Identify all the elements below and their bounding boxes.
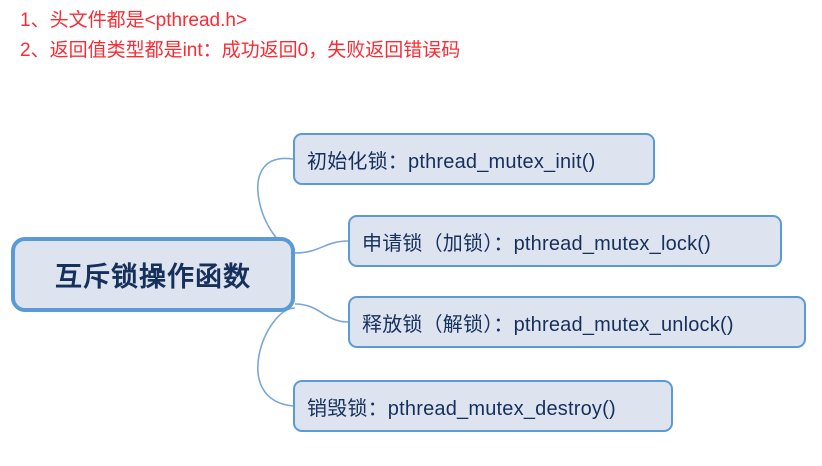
branch-node-unlock[interactable]: 释放锁（解锁）：pthread_mutex_unlock() xyxy=(348,296,806,348)
note-line-return-value: 2、返回值类型都是int：成功返回0，失败返回错误码 xyxy=(20,40,461,61)
connector-line-1 xyxy=(294,240,349,254)
branch-node-label: 初始化锁：pthread_mutex_init() xyxy=(307,150,596,173)
branch-node-destroy[interactable]: 销毁锁：pthread_mutex_destroy() xyxy=(293,380,673,432)
root-node[interactable]: 互斥锁操作函数 xyxy=(11,237,295,312)
connector-line-0 xyxy=(257,157,296,250)
connector-line-2 xyxy=(294,303,349,323)
note-line-header-file: 1、头文件都是<pthread.h> xyxy=(20,10,248,31)
connector-line-3 xyxy=(257,307,296,407)
branch-node-label: 释放锁（解锁）：pthread_mutex_unlock() xyxy=(362,313,734,336)
branch-node-init[interactable]: 初始化锁：pthread_mutex_init() xyxy=(293,133,655,185)
branch-node-label: 申请锁（加锁）：pthread_mutex_lock() xyxy=(362,232,712,255)
notes-block: 1、头文件都是<pthread.h> 2、返回值类型都是int：成功返回0，失败… xyxy=(20,6,810,66)
branch-node-label: 销毁锁：pthread_mutex_destroy() xyxy=(307,397,616,420)
root-node-label: 互斥锁操作函数 xyxy=(55,262,251,292)
branch-node-lock[interactable]: 申请锁（加锁）：pthread_mutex_lock() xyxy=(348,215,782,267)
